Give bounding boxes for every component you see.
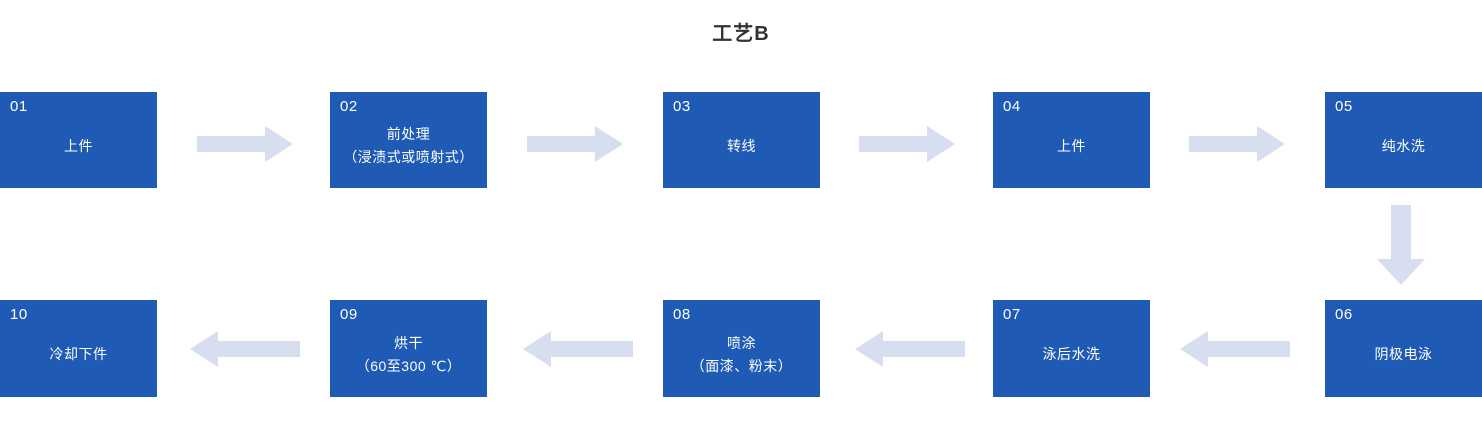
step-label-line2: （面漆、粉末） <box>690 357 793 374</box>
arrow-05-to-06 <box>1377 205 1425 285</box>
step-label: 上件 <box>993 92 1150 188</box>
step-box-10[interactable]: 10 冷却下件 <box>0 300 157 397</box>
step-label-line1: 喷涂 <box>727 334 756 351</box>
step-label-line1: 阴极电泳 <box>1374 346 1433 362</box>
step-label: 冷却下件 <box>0 300 157 397</box>
step-label: 前处理 （浸渍式或喷射式） <box>330 92 487 188</box>
step-box-06[interactable]: 06 阴极电泳 <box>1325 300 1482 397</box>
step-label-line1: 纯水洗 <box>1381 137 1426 154</box>
step-box-08[interactable]: 08 喷涂 （面漆、粉末） <box>663 300 820 397</box>
step-label-line1: 冷却下件 <box>49 346 108 362</box>
step-number: 02 <box>340 98 358 115</box>
step-number: 08 <box>673 306 691 323</box>
step-label-line1: 前处理 <box>386 126 431 142</box>
arrow-left-icon <box>190 331 300 367</box>
arrow-02-to-03 <box>527 126 623 162</box>
arrow-right-icon <box>859 126 955 162</box>
step-label: 上件 <box>0 92 157 188</box>
arrow-09-to-10 <box>190 331 300 367</box>
step-box-02[interactable]: 02 前处理 （浸渍式或喷射式） <box>330 92 487 188</box>
arrow-right-icon <box>197 126 293 162</box>
arrow-down-icon <box>1377 205 1425 285</box>
step-number: 10 <box>10 306 28 323</box>
step-label: 阴极电泳 <box>1325 300 1482 397</box>
step-label-line1: 转线 <box>727 137 756 154</box>
step-number: 09 <box>340 306 358 323</box>
step-label: 喷涂 （面漆、粉末） <box>663 300 820 397</box>
step-number: 07 <box>1003 306 1021 323</box>
step-number: 06 <box>1335 306 1353 323</box>
arrow-left-icon <box>855 331 965 367</box>
step-label-line1: 上件 <box>64 137 93 154</box>
arrow-left-icon <box>523 331 633 367</box>
arrow-left-icon <box>1180 331 1290 367</box>
arrow-right-icon <box>527 126 623 162</box>
page-title: 工艺B <box>712 23 770 45</box>
arrow-06-to-07 <box>1180 331 1290 367</box>
step-label: 烘干 （60至300 ℃） <box>330 300 487 397</box>
step-label-line1: 泳后水洗 <box>1042 346 1101 362</box>
step-number: 04 <box>1003 98 1021 115</box>
arrow-03-to-04 <box>859 126 955 162</box>
step-box-01[interactable]: 01 上件 <box>0 92 157 188</box>
step-number: 05 <box>1335 98 1353 115</box>
arrow-07-to-08 <box>855 331 965 367</box>
step-label-line1: 烘干 <box>394 334 423 351</box>
arrow-04-to-05 <box>1189 126 1285 162</box>
step-box-07[interactable]: 07 泳后水洗 <box>993 300 1150 397</box>
step-label-line1: 上件 <box>1057 137 1086 154</box>
step-label: 转线 <box>663 92 820 188</box>
arrow-01-to-02 <box>197 126 293 162</box>
arrow-08-to-09 <box>523 331 633 367</box>
step-box-09[interactable]: 09 烘干 （60至300 ℃） <box>330 300 487 397</box>
step-box-05[interactable]: 05 纯水洗 <box>1325 92 1482 188</box>
step-box-04[interactable]: 04 上件 <box>993 92 1150 188</box>
step-box-03[interactable]: 03 转线 <box>663 92 820 188</box>
step-label: 纯水洗 <box>1325 92 1482 188</box>
step-label: 泳后水洗 <box>993 300 1150 397</box>
step-number: 01 <box>10 98 28 115</box>
step-label-line2: （60至300 ℃） <box>355 357 462 374</box>
step-number: 03 <box>673 98 691 115</box>
arrow-right-icon <box>1189 126 1285 162</box>
step-label-line2: （浸渍式或喷射式） <box>343 149 474 165</box>
